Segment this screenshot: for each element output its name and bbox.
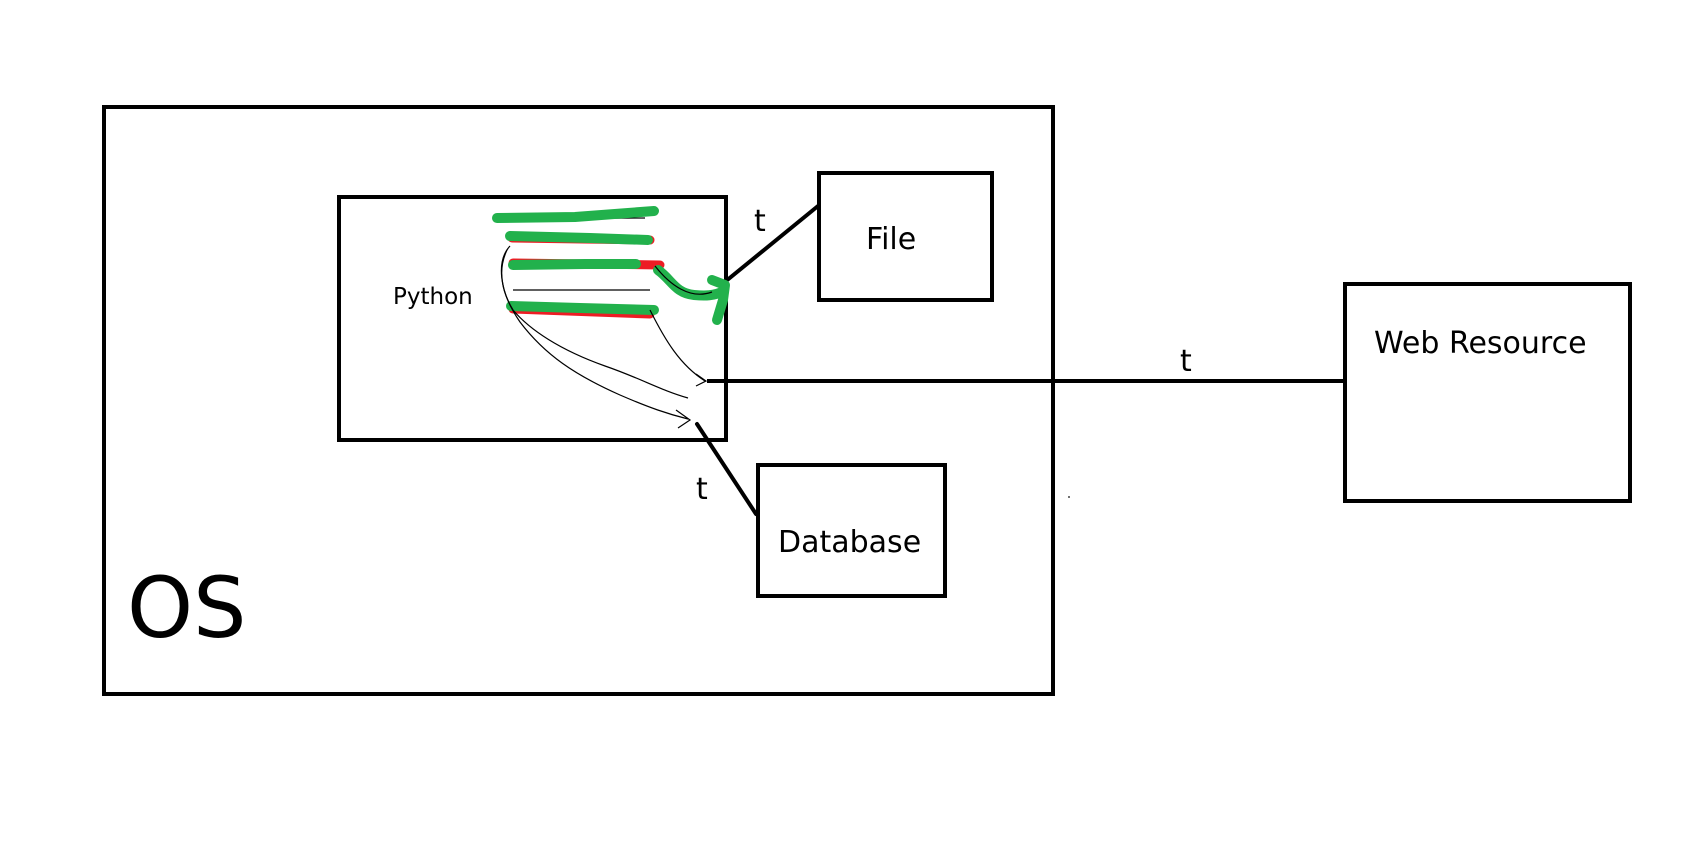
green-highlights — [492, 206, 730, 325]
connector-file — [724, 204, 820, 283]
green-arrow-head — [707, 275, 730, 325]
thin-arrow-to-file — [654, 265, 713, 295]
database-label: Database — [778, 525, 922, 560]
web-resource-box — [1343, 282, 1632, 503]
connector-file-label: t — [754, 204, 766, 239]
thin-arrows — [500, 245, 713, 429]
stray-dot — [1068, 496, 1070, 498]
os-label: OS — [127, 559, 247, 657]
connector-database-label: t — [696, 472, 708, 507]
python-label: Python — [393, 284, 473, 310]
green-highlight-stroke — [492, 206, 659, 223]
os-box — [102, 105, 1055, 696]
connector-database — [695, 422, 758, 516]
green-highlight-stroke — [508, 259, 641, 270]
thin-arrowhead-web — [695, 373, 708, 387]
python-box — [337, 195, 728, 442]
thin-arrow-to-db — [501, 249, 689, 420]
green-arrow-curve — [653, 265, 729, 301]
connector-web-label: t — [1180, 344, 1192, 379]
web-resource-label: Web Resource — [1374, 326, 1587, 361]
green-highlight-stroke — [505, 231, 653, 245]
database-box — [756, 463, 947, 598]
green-highlight-stroke — [506, 301, 659, 315]
file-label: File — [866, 222, 917, 257]
thin-arrow-to-web-b — [649, 309, 706, 382]
file-box — [817, 171, 994, 302]
thin-arrowhead-db — [675, 409, 692, 429]
